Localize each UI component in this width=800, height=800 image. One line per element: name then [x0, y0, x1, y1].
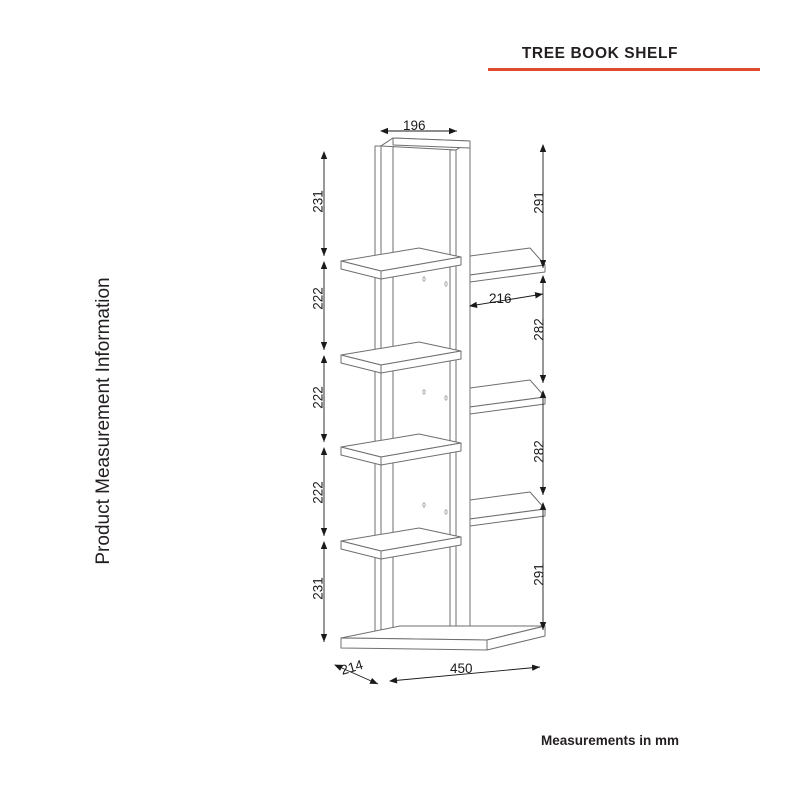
dimension-lines	[320, 127, 547, 685]
dim-label-left-3: 222	[310, 386, 326, 409]
page-title: TREE BOOK SHELF	[521, 45, 679, 62]
dim-label-left-1: 231	[310, 190, 326, 213]
shelf-right-3	[469, 491, 546, 527]
dim-label-left-2: 222	[310, 287, 326, 310]
shelf-right-2	[469, 379, 546, 415]
base-platform	[340, 625, 546, 651]
shelf-left-4	[340, 527, 462, 560]
shelf-left-3	[340, 433, 462, 466]
measurement-units-note: Measurements in mm	[540, 733, 680, 748]
upper-left-vertical-panel	[374, 137, 394, 639]
shelf-right-1	[469, 247, 546, 283]
dim-label-right-4: 291	[531, 563, 547, 586]
upper-top-slant-panel	[380, 137, 471, 151]
center-vertical-panel	[449, 140, 471, 645]
dim-line-base-width	[389, 664, 541, 684]
dim-label-top-width: 196	[403, 118, 426, 133]
dim-line-right-shelf-depth	[469, 292, 544, 309]
dim-label-left-4: 222	[310, 481, 326, 504]
dim-label-base-width: 450	[450, 661, 473, 676]
dim-label-right-1: 291	[531, 191, 547, 214]
dim-label-right-shelf-depth: 216	[489, 291, 512, 306]
title-block: TREE BOOK SHELF	[440, 44, 760, 71]
dim-label-right-2: 282	[531, 318, 547, 341]
hardware-marks	[422, 276, 448, 515]
dim-label-left-5: 231	[310, 577, 326, 600]
shelf-left-2	[340, 341, 462, 374]
title-underline-rule	[488, 68, 760, 71]
dim-label-right-3: 282	[531, 440, 547, 463]
shelf-left-1	[340, 247, 462, 280]
dim-line-base-depth	[334, 664, 379, 685]
bookshelf-isometric-body	[340, 137, 546, 651]
